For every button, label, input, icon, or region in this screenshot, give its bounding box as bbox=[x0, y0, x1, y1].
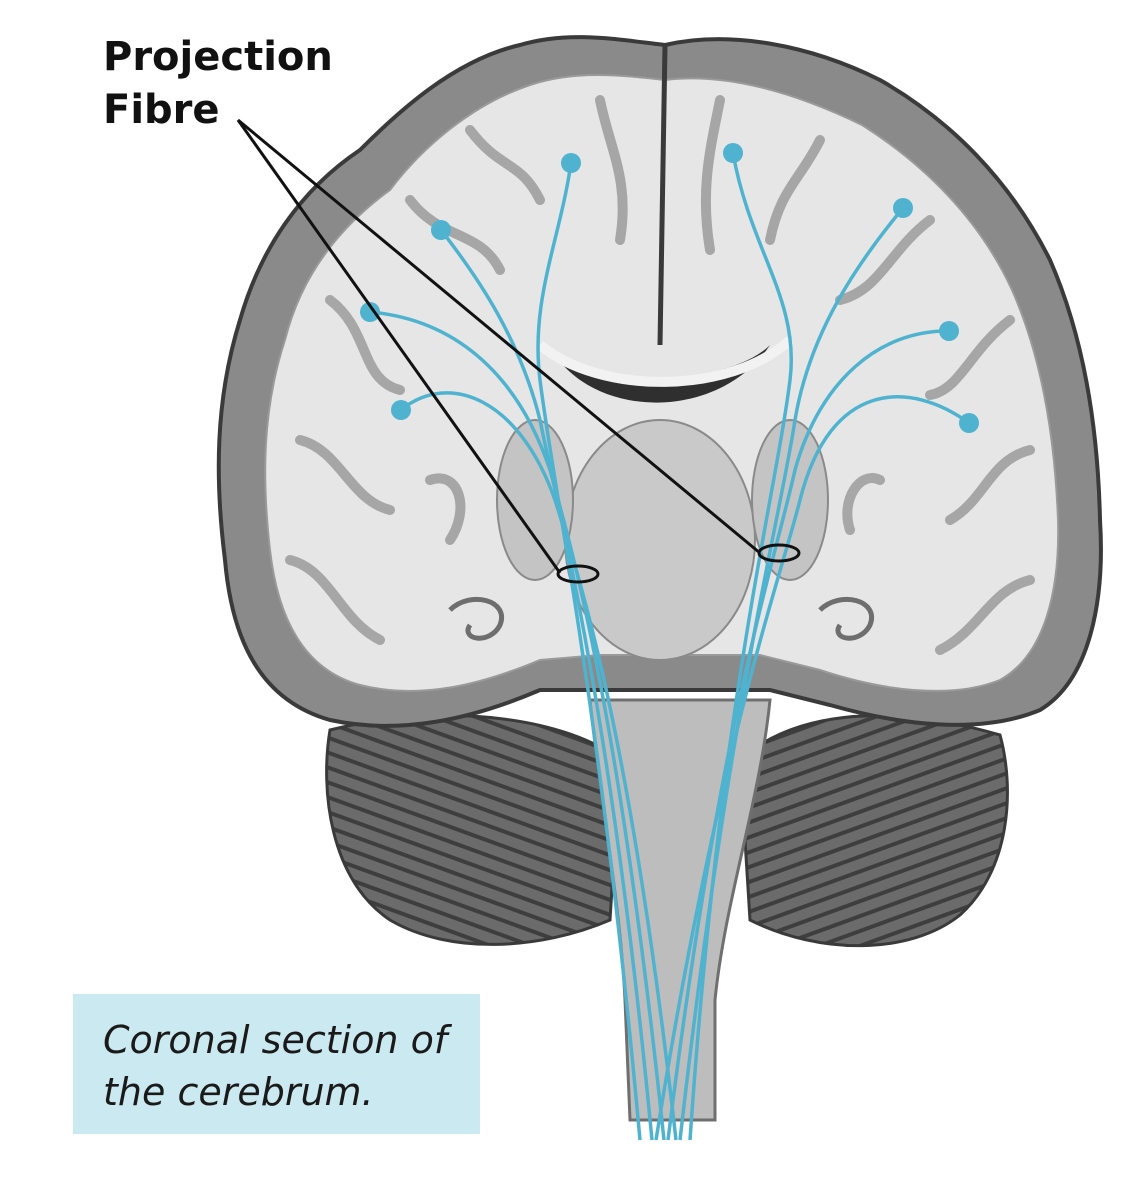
cerebellum-left bbox=[325, 714, 622, 946]
fibre-right-2 bbox=[678, 206, 905, 1141]
projection-fibre-label: Fibre bbox=[103, 87, 220, 133]
fibre-endpoint bbox=[959, 413, 979, 433]
caption-box: Coronal section of the cerebrum. bbox=[73, 994, 480, 1134]
fibre-left-3 bbox=[369, 310, 666, 1141]
leader-line-left bbox=[236, 119, 562, 574]
label-leader-lines bbox=[236, 118, 801, 584]
caption-text: Coronal section of bbox=[103, 1018, 448, 1062]
fibre-left-1 bbox=[536, 162, 642, 1141]
projection-fibres bbox=[369, 152, 971, 1141]
fibre-right-4 bbox=[654, 395, 971, 1141]
fibre-endpoint bbox=[360, 302, 380, 322]
cerebellum bbox=[325, 714, 1009, 948]
corpus-callosum bbox=[536, 336, 794, 387]
fibre-endpoints bbox=[360, 143, 979, 433]
leader-ring-left bbox=[556, 564, 600, 584]
thalamus bbox=[564, 419, 756, 661]
hippocampus-left bbox=[448, 596, 505, 641]
longitudinal-fissure bbox=[657, 44, 668, 346]
basal-ganglia-left bbox=[496, 419, 574, 581]
leader-ring-right bbox=[757, 543, 801, 563]
caption-text: the cerebrum. bbox=[103, 1070, 374, 1114]
projection-fibre-label: Projection bbox=[103, 34, 333, 80]
fibre-endpoint bbox=[431, 220, 451, 240]
leader-line-right bbox=[237, 118, 761, 555]
fibre-endpoint bbox=[939, 321, 959, 341]
fibre-endpoint bbox=[391, 400, 411, 420]
fibre-endpoint bbox=[723, 143, 743, 163]
lateral-ventricles bbox=[555, 345, 770, 403]
fibre-left-4 bbox=[399, 391, 678, 1141]
cerebrum bbox=[216, 35, 1103, 728]
fibre-endpoint bbox=[893, 198, 913, 218]
hippocampus-right bbox=[818, 596, 875, 641]
cerebellum-right bbox=[738, 714, 1009, 948]
fibre-endpoint bbox=[561, 153, 581, 173]
